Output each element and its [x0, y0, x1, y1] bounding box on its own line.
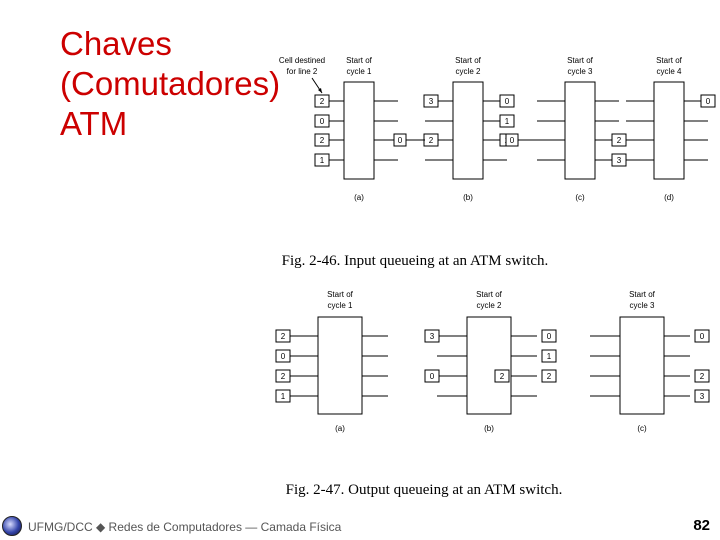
fig46-panel-2-output-cell-1 — [499, 94, 515, 108]
fig46-panel-1-input-cell-2 — [314, 114, 330, 128]
fig46-panel-1-input-cell-4-label: 1 — [320, 156, 325, 165]
fig46-panel-2-output-cell-2-label: 1 — [505, 117, 510, 126]
fig47-panel-3-output-cell-3 — [694, 369, 710, 383]
fig46-panel-2-queued-cell-3 — [393, 133, 407, 147]
fig47-panel-1-input-cell-2-label: 0 — [281, 352, 286, 361]
page-number: 82 — [693, 517, 710, 534]
fig47-panel-2-output-cell-1 — [541, 329, 557, 343]
fig46-panel-1-label: (a) — [354, 193, 364, 202]
fig46-panel-2-queued-cell-3-label: 0 — [398, 136, 403, 145]
fig47-panel-2-inner-cell-3-label: 2 — [500, 372, 505, 381]
title-line-1: Chaves — [60, 25, 172, 62]
fig47-panel-3-output-cell-4 — [694, 389, 710, 403]
fig46-panel-2-output-cell-1-label: 0 — [505, 97, 510, 106]
fig47-panel-2-input-cell-3 — [424, 369, 440, 383]
fig46-panel-1-header-line-1: Start of — [346, 56, 373, 65]
fig47-panel-2-output-cell-3 — [541, 369, 557, 383]
fig47-panel-3-label: (c) — [637, 424, 647, 433]
fig46-panel-2-label: (b) — [463, 193, 473, 202]
fig47-panel-2-inner-cell-3 — [494, 369, 510, 383]
fig47-panel-2-input-cell-1-label: 3 — [430, 332, 435, 341]
fig47-panel-1-input-cell-2 — [275, 349, 291, 363]
fig47-panel-1-header-line-1: Start of — [327, 290, 354, 299]
fig46-panel-1-switch-box — [343, 81, 375, 180]
fig46-panel-3-label: (c) — [575, 193, 585, 202]
fig46-panel-1-input-cell-2-label: 0 — [320, 117, 325, 126]
fig47-panel-2-switch-box — [466, 316, 512, 415]
fig46-panel-1-input-cell-1 — [314, 94, 330, 108]
fig47-caption: Fig. 2-47. Output queueing at an ATM swi… — [286, 482, 563, 498]
fig46-panel-1-input-cell-3-label: 2 — [320, 136, 325, 145]
fig47-panel-2-output-cell-1-label: 0 — [547, 332, 552, 341]
ufmg-logo-icon — [2, 516, 22, 536]
fig47-panel-3-output-cell-3-label: 2 — [700, 372, 705, 381]
fig47-panel-1-input-cell-3 — [275, 369, 291, 383]
fig46-annotation-arrowhead — [318, 88, 322, 93]
fig47-panel-2-output-cell-3-label: 2 — [547, 372, 552, 381]
fig47-panel-1-input-cell-3-label: 2 — [281, 372, 286, 381]
fig47-panel-3-output-cell-4-label: 3 — [700, 392, 705, 401]
fig46-panel-3-header-line-2: cycle 3 — [568, 67, 593, 76]
fig46-panel-1-input-cell-4 — [314, 153, 330, 167]
fig47-panel-2-output-cell-2-label: 1 — [547, 352, 552, 361]
fig47-panel-1-input-cell-1-label: 2 — [281, 332, 286, 341]
fig46-panel-4-header-line-1: Start of — [656, 56, 683, 65]
fig47-panel-3-header-line-1: Start of — [629, 290, 656, 299]
fig46-panel-4-output-cell-1 — [700, 94, 716, 108]
fig47-panel-2-header-line-1: Start of — [476, 290, 503, 299]
fig47-panel-3-output-cell-1-label: 0 — [700, 332, 705, 341]
fig46-annotation-line-2: for line 2 — [287, 67, 318, 76]
fig46-panel-3-queued-cell-3 — [505, 133, 519, 147]
fig46-panel-3-queued-cell-3-label: 0 — [510, 136, 515, 145]
fig46-panel-1-input-cell-1-label: 2 — [320, 97, 325, 106]
fig47-panel-3-switch-box — [619, 316, 665, 415]
fig46-panel-1-header-line-2: cycle 1 — [347, 67, 372, 76]
fig46-panel-4-switch-box — [653, 81, 685, 180]
fig47-panel-1-input-cell-1 — [275, 329, 291, 343]
footer-text: UFMG/DCC ◆ Redes de Computadores — Camad… — [28, 520, 342, 534]
fig46-panel-2-header-line-2: cycle 2 — [456, 67, 481, 76]
fig46-panel-2-header-line-1: Start of — [455, 56, 482, 65]
fig46-annotation-line-1: Cell destined — [279, 56, 325, 65]
title-line-3: ATM — [60, 105, 128, 142]
slide-title: Chaves (Comutadores) ATM — [60, 24, 320, 144]
fig47-panel-3-output-cell-1 — [694, 329, 710, 343]
fig47-panel-1-header-line-2: cycle 1 — [328, 301, 353, 310]
fig46-panel-2-switch-box — [452, 81, 484, 180]
slide-footer: UFMG/DCC ◆ Redes de Computadores — Camad… — [0, 516, 720, 540]
fig46-panel-2-input-cell-1-label: 3 — [429, 97, 434, 106]
fig46-panel-3-switch-box — [564, 81, 596, 180]
fig46-panel-2-output-cell-2 — [499, 114, 515, 128]
fig46-caption: Fig. 2-46. Input queueing at an ATM swit… — [282, 253, 549, 269]
title-line-2: (Comutadores) — [60, 65, 281, 102]
fig47-panel-2-output-cell-2 — [541, 349, 557, 363]
fig46-panel-3-output-cell-4-label: 3 — [617, 156, 622, 165]
fig46-panel-4-label: (d) — [664, 193, 674, 202]
fig46-panel-1-input-cell-3 — [314, 133, 330, 147]
fig47-panel-2-header-line-2: cycle 2 — [477, 301, 502, 310]
fig47-panel-2-input-cell-1 — [424, 329, 440, 343]
fig47-panel-1-input-cell-4 — [275, 389, 291, 403]
fig46-panel-2-input-cell-1 — [423, 94, 439, 108]
fig46-panel-3-header-line-1: Start of — [567, 56, 594, 65]
fig47-panel-3-header-line-2: cycle 3 — [630, 301, 655, 310]
fig46-panel-2-input-cell-3-label: 2 — [429, 136, 434, 145]
fig47-panel-1-label: (a) — [335, 424, 345, 433]
fig47-panel-2-label: (b) — [484, 424, 494, 433]
fig47-panel-1-switch-box — [317, 316, 363, 415]
fig47-panel-1-input-cell-4-label: 1 — [281, 392, 286, 401]
fig47-panel-2-input-cell-3-label: 0 — [430, 372, 435, 381]
fig46-panel-4-header-line-2: cycle 4 — [657, 67, 682, 76]
fig46-panel-3-output-cell-3-label: 2 — [617, 136, 622, 145]
fig46-panel-4-output-cell-1-label: 0 — [706, 97, 711, 106]
